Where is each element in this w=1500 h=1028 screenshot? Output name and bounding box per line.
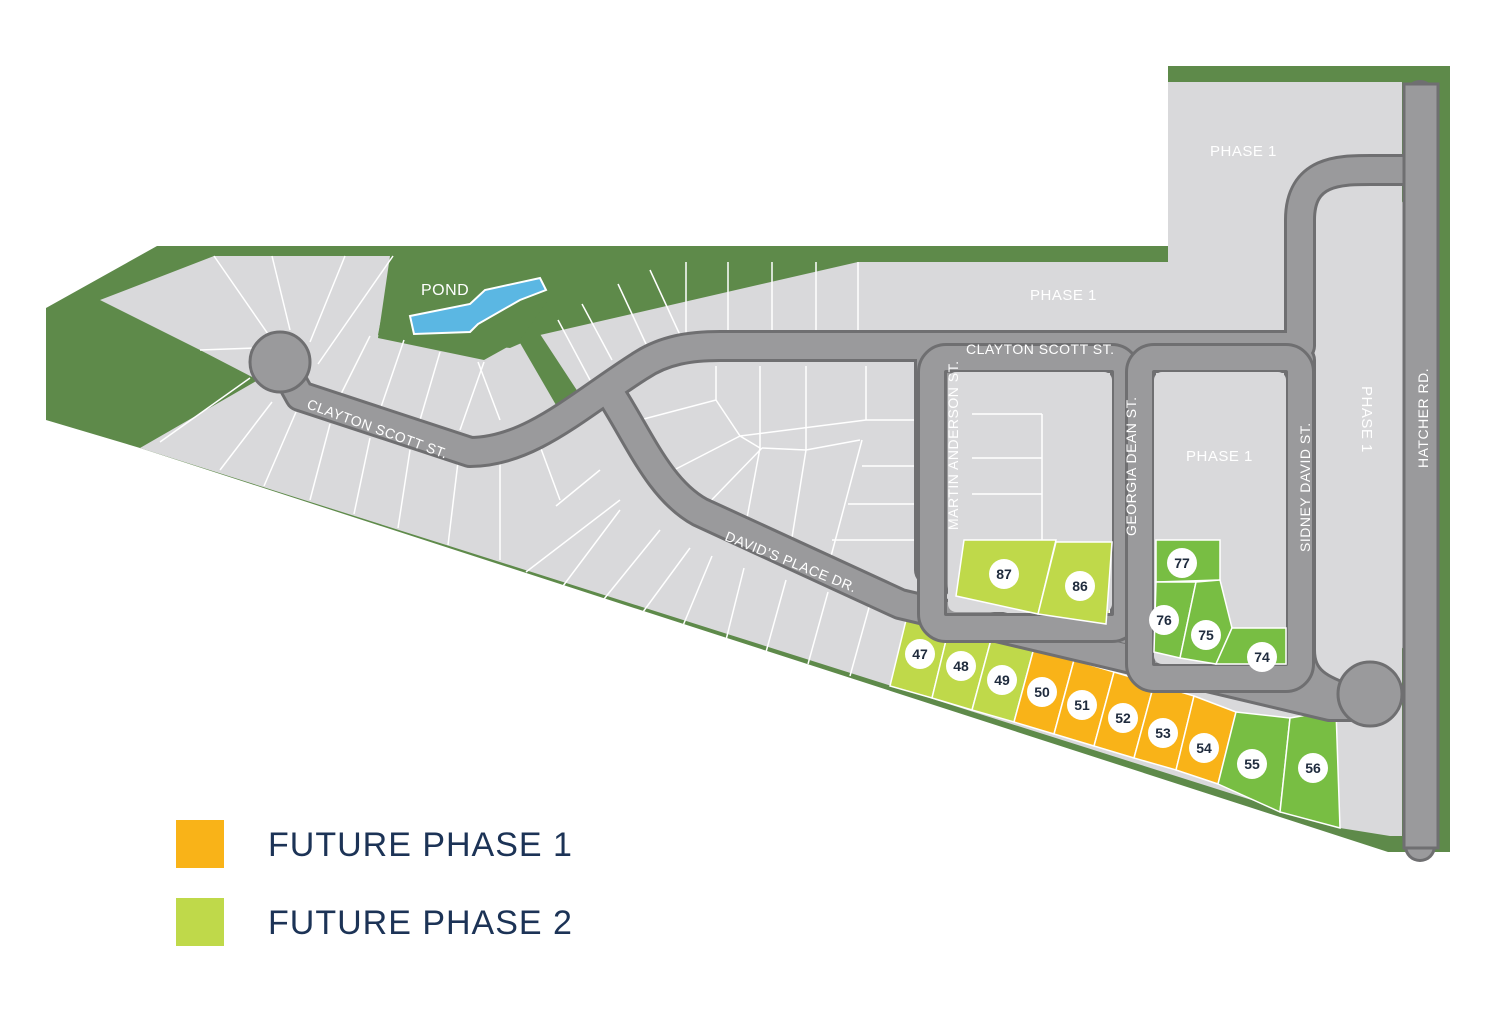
street-label-martin-anderson: MARTIN ANDERSON ST. [945, 361, 961, 531]
svg-text:55: 55 [1244, 756, 1260, 772]
lot-55[interactable]: 55 [1237, 749, 1267, 779]
svg-text:53: 53 [1155, 725, 1171, 741]
lot-76[interactable]: 76 [1149, 605, 1179, 635]
svg-text:50: 50 [1034, 684, 1050, 700]
legend-label-future-phase-1: FUTURE PHASE 1 [268, 826, 573, 864]
street-label-clayton-east: CLAYTON SCOTT ST. [966, 341, 1115, 357]
phase1-east-label: PHASE 1 [1358, 386, 1375, 453]
lot-53[interactable]: 53 [1148, 718, 1178, 748]
svg-text:47: 47 [912, 646, 928, 662]
lot-markers: 87 86 77 76 75 74 47 48 49 50 51 52 53 5… [905, 548, 1328, 783]
lot-50[interactable]: 50 [1027, 677, 1057, 707]
svg-text:56: 56 [1305, 760, 1321, 776]
block-phase1-east [1320, 190, 1404, 660]
lot-77[interactable]: 77 [1167, 548, 1197, 578]
culdesac-east [1336, 660, 1404, 728]
svg-text:75: 75 [1198, 627, 1214, 643]
lot-74[interactable]: 74 [1247, 642, 1277, 672]
roads [264, 80, 1436, 862]
legend-swatch-future-phase-2 [176, 898, 224, 946]
lot-48[interactable]: 48 [946, 651, 976, 681]
legend-item-future-phase-1: FUTURE PHASE 1 [176, 820, 596, 870]
pond-label: POND [421, 282, 469, 299]
svg-text:49: 49 [994, 672, 1010, 688]
svg-text:52: 52 [1115, 710, 1131, 726]
lot-lines [159, 255, 1043, 677]
svg-text:48: 48 [953, 658, 969, 674]
legend-label-future-phase-2: FUTURE PHASE 2 [268, 904, 573, 942]
hatcher-road-surface [1402, 82, 1440, 850]
svg-text:77: 77 [1174, 555, 1190, 571]
svg-text:51: 51 [1074, 697, 1090, 713]
svg-text:87: 87 [996, 566, 1012, 582]
culdesac-west [248, 330, 312, 394]
phase1-north-label: PHASE 1 [1030, 287, 1097, 304]
pond [408, 276, 548, 336]
phase1-top-label: PHASE 1 [1210, 143, 1277, 160]
lot-52[interactable]: 52 [1108, 703, 1138, 733]
lot-87[interactable]: 87 [989, 559, 1019, 589]
svg-text:74: 74 [1254, 649, 1270, 665]
svg-text:54: 54 [1196, 740, 1212, 756]
lot-49[interactable]: 49 [987, 665, 1017, 695]
svg-text:86: 86 [1072, 578, 1088, 594]
lot-86[interactable]: 86 [1065, 571, 1095, 601]
street-label-hatcher: HATCHER RD. [1415, 368, 1431, 468]
svg-text:76: 76 [1156, 612, 1172, 628]
lot-47[interactable]: 47 [905, 639, 935, 669]
lot-75[interactable]: 75 [1191, 620, 1221, 650]
green-strip [516, 334, 578, 405]
street-label-georgia-dean: GEORGIA DEAN ST. [1123, 397, 1139, 536]
lot-51[interactable]: 51 [1067, 690, 1097, 720]
lot-54[interactable]: 54 [1189, 733, 1219, 763]
legend-swatch-future-phase-1 [176, 820, 224, 868]
phase1-middle-label: PHASE 1 [1186, 448, 1253, 465]
street-label-sidney-david: SIDNEY DAVID ST. [1297, 422, 1313, 552]
legend-item-future-phase-2: FUTURE PHASE 2 [176, 898, 596, 948]
lot-56[interactable]: 56 [1298, 753, 1328, 783]
